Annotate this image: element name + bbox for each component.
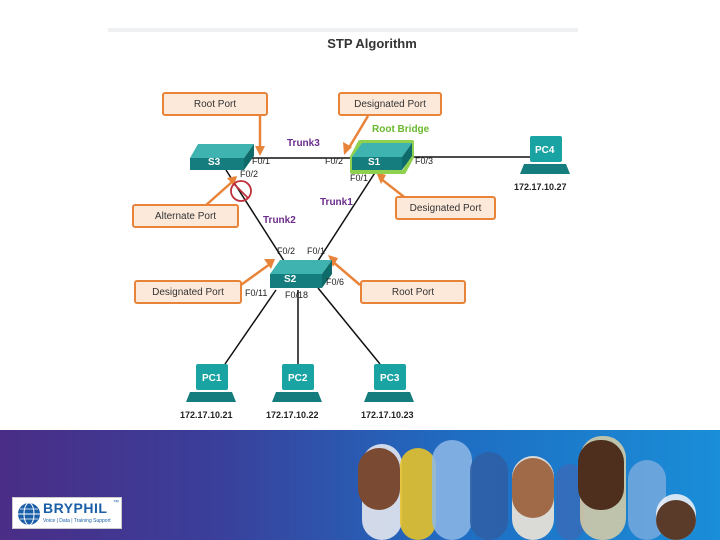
switch-s3-label: S3 [208,157,221,168]
port-s2-f01: F0/1 [307,246,326,256]
port-s2-f02: F0/2 [277,246,296,256]
pc1-label: PC1 [202,373,222,384]
callout-s3-alternate-port: Alternate Port [132,204,239,228]
logo-name: BRYPHIL [43,500,108,516]
port-s3-f02: F0/2 [240,169,259,179]
port-s1-f03: F0/3 [415,156,434,166]
pc3-label: PC3 [380,373,400,384]
pc2-label: PC2 [288,373,308,384]
arrow-s2-root [331,260,361,286]
arrow-s1-designated-top [348,115,370,147]
trunk2-label: Trunk2 [263,215,296,226]
network-diagram [186,115,570,402]
callout-s2-root-port: Root Port [360,280,466,304]
callout-s1-designated-port-top: Designated Port [338,92,442,116]
pc4-icon [520,136,570,174]
person-photo-3 [512,458,554,518]
port-s2-f018: F0/18 [285,290,309,300]
person-photo-1 [358,448,400,510]
switch-s1-icon [350,140,414,174]
switch-s3-icon [190,144,254,170]
trunk1-label: Trunk1 [320,197,353,208]
page-title: STP Algorithm [327,36,417,51]
pc2-icon [272,364,322,402]
port-s3-f01: F0/1 [252,156,271,166]
arrowhead-s2-root [328,255,338,267]
pc3-icon [364,364,414,402]
pc3-ip: 172.17.10.23 [361,410,414,420]
switch-s2-icon [270,260,332,288]
title-divider [108,28,578,32]
person-photo-4 [656,500,696,540]
arrowhead-s1-designated-top [343,142,352,155]
pc4-ip: 172.17.10.27 [514,182,567,192]
port-s2-f06: F0/6 [326,277,345,287]
port-s2-f011: F0/11 [245,288,268,298]
switch-s1-label: S1 [368,157,381,168]
switch-s2-label: S2 [284,274,297,285]
link-trunk1 [315,167,379,265]
root-bridge-label: Root Bridge [372,124,430,135]
callout-s2-designated-port: Designated Port [134,280,242,304]
person-photo-2 [578,440,624,510]
globe-icon [18,502,40,526]
pc4-label: PC4 [535,145,555,156]
pc1-icon [186,364,236,402]
callout-s3-root-port: Root Port [162,92,268,116]
bryphil-logo: BRYPHIL ™ Voice | Data | Training Suppor… [12,497,122,529]
blocked-port-icon [230,180,252,202]
port-s1-f02: F0/2 [325,156,344,166]
arrowhead-s2-designated [264,259,275,269]
arrow-s3-alternate [204,181,233,207]
arrowhead-s1-designated-f01 [376,172,386,184]
callout-s1-designated-port-f01: Designated Port [395,196,496,220]
trunk3-label: Trunk3 [287,138,320,149]
logo-trademark: ™ [113,500,119,506]
pc1-ip: 172.17.10.21 [180,410,233,420]
logo-tagline: Voice | Data | Training Support [43,518,111,524]
port-s1-f01: F0/1 [350,173,369,183]
link-s2-pc1 [224,289,277,365]
arrowhead-s3-root [255,146,265,156]
link-s2-pc3 [317,287,381,365]
pc2-ip: 172.17.10.22 [266,410,319,420]
